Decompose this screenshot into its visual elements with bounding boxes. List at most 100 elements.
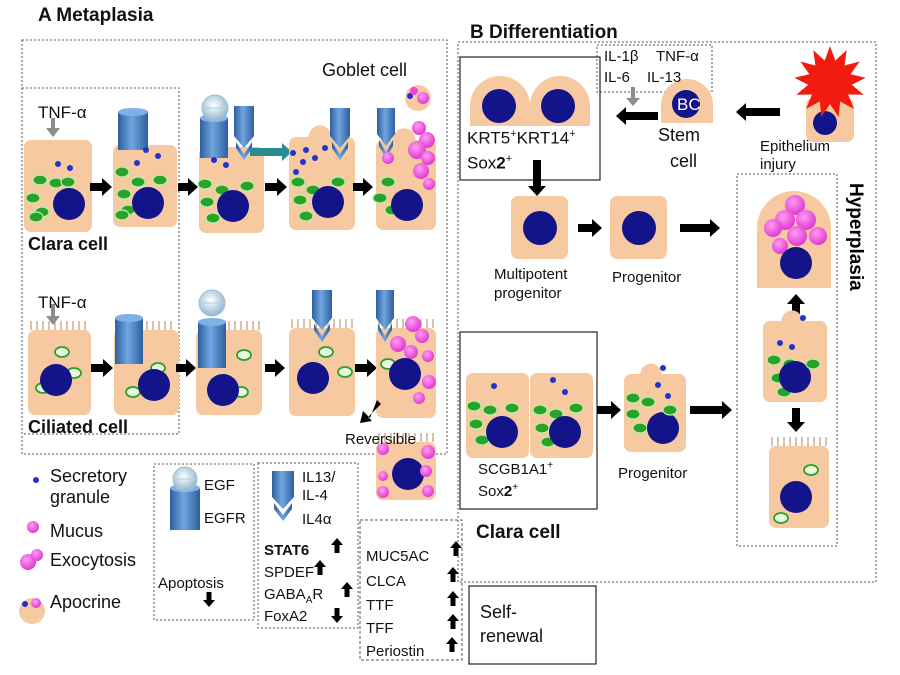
green-granule <box>330 176 346 188</box>
apical-bulge-4 <box>308 125 332 139</box>
secretory-granule <box>300 159 306 165</box>
mucus-droplet <box>412 121 426 135</box>
green-granule <box>197 178 213 190</box>
panel-a-start-frame <box>21 87 180 435</box>
arrow-hyperplasia-down <box>787 408 805 432</box>
goblet-nucleus-upper <box>391 189 423 221</box>
mucus-droplet <box>422 375 436 389</box>
ciliated-nucleus-3 <box>207 374 239 406</box>
panel-b-frame <box>457 41 877 583</box>
legend-stat6: STAT6 <box>264 542 310 559</box>
clca-up-arrow <box>447 567 459 582</box>
legend-egfr-receptor <box>170 488 200 530</box>
secretory-granule <box>293 169 299 175</box>
arrow-ciliated-4 <box>355 359 377 377</box>
legend-apoptosis: Apoptosis <box>158 575 224 592</box>
mucus-droplet <box>382 152 394 164</box>
stem-cell-nucleus <box>672 90 700 118</box>
tnf-alpha-label-clara: TNF-α <box>38 103 87 122</box>
secretory-granule <box>777 340 783 346</box>
sox2-label-top: Sox2+ <box>467 153 513 173</box>
arrow-clara-4 <box>353 178 373 196</box>
legend-foxa2: FoxA2 <box>264 608 308 625</box>
mucus-droplet <box>787 226 807 246</box>
stat6-up-arrow <box>331 538 343 553</box>
legend-egf-box <box>153 463 255 621</box>
secretory-granule <box>290 150 296 156</box>
mucus-droplet <box>785 195 805 215</box>
spdef-up-arrow <box>314 560 326 575</box>
green-granule <box>28 211 44 223</box>
clara-nucleus-2 <box>132 187 164 219</box>
goblet-nucleus-lower <box>389 358 421 390</box>
receptor-top <box>198 318 226 326</box>
mucus-droplet <box>423 178 435 190</box>
green-granule <box>662 404 678 416</box>
panel-a-title: A Metaplasia <box>38 5 154 26</box>
receptor-top <box>118 108 148 116</box>
green-granule <box>640 396 656 408</box>
legend-il13-line1: IL13/ <box>302 469 336 486</box>
legend-egf: EGF <box>204 477 235 494</box>
green-granule <box>805 358 821 370</box>
green-granule <box>60 176 76 188</box>
krt-marker-label: KRT5+KRT14+ <box>467 128 576 148</box>
green-granule <box>114 166 130 178</box>
cytokine-il1b: IL-1β <box>604 48 639 65</box>
hyperplasia-ciliated-nucleus <box>780 481 812 513</box>
mucus-droplet <box>415 329 429 343</box>
sox2-label-bottom: Sox2+ <box>478 482 519 500</box>
cytokine-il13: IL-13 <box>647 69 682 86</box>
mucus-droplet <box>417 92 429 104</box>
mucus-droplet <box>422 350 434 362</box>
il4a-chevron <box>314 324 330 342</box>
clara-nucleus-4 <box>312 186 344 218</box>
il13-receptor-c4 <box>312 290 332 330</box>
green-granule <box>130 176 146 188</box>
green-granule <box>766 354 782 366</box>
marker-tff: TFF <box>366 620 394 637</box>
mucus-droplet <box>422 485 434 497</box>
mucus-droplet <box>420 465 432 477</box>
legend-il4a: IL4α <box>302 511 332 528</box>
clara-nucleus-start <box>53 188 85 220</box>
green-granule <box>482 404 498 416</box>
secretory-granule <box>789 344 795 350</box>
reversible-arrow <box>360 400 381 423</box>
multipotent-label-line2: progenitor <box>494 285 562 302</box>
mucus-droplet <box>421 151 435 165</box>
progenitor-nucleus-bottom <box>647 412 679 444</box>
green-granule <box>372 192 388 204</box>
krt5-nucleus-right <box>541 89 575 123</box>
mucus-droplet <box>377 443 389 455</box>
tnf-alpha-arrow-clara <box>46 118 60 137</box>
basal-cell-label: BC <box>677 95 701 114</box>
secretory-granule <box>55 161 61 167</box>
ttf-up-arrow <box>447 591 459 606</box>
green-ring-granule <box>54 346 70 358</box>
arrow-clara-3 <box>265 178 287 196</box>
marker-muc5ac: MUC5AC <box>366 548 430 565</box>
progenitor-nucleus-top <box>622 211 656 245</box>
periostin-up-arrow <box>446 637 458 652</box>
green-granule <box>32 174 48 186</box>
hyperplasia-goblet-nucleus <box>780 247 812 279</box>
apical-bulge-goblet <box>392 128 416 142</box>
green-ring-granule <box>125 386 141 398</box>
injured-nucleus <box>813 111 837 135</box>
tff-up-arrow <box>447 614 459 629</box>
goblet-cell-label: Goblet cell <box>322 60 408 80</box>
panel-b-title: B Differentiation <box>470 22 618 43</box>
stem-label-line2: cell <box>670 151 698 171</box>
secretory-granule <box>67 165 73 171</box>
arrow-clara-2 <box>178 178 198 196</box>
cilia-start <box>30 321 86 330</box>
legend-il13-receptor <box>272 471 294 509</box>
secretory-granule <box>660 365 666 371</box>
legend-secretory-line1: Secretory <box>50 466 128 486</box>
egfr-receptor-c2 <box>115 318 143 364</box>
progenitor-bulge-bottom <box>640 363 662 376</box>
green-ring-granule <box>236 349 252 361</box>
teal-arrow-clara <box>250 143 292 161</box>
green-granule <box>116 188 132 200</box>
